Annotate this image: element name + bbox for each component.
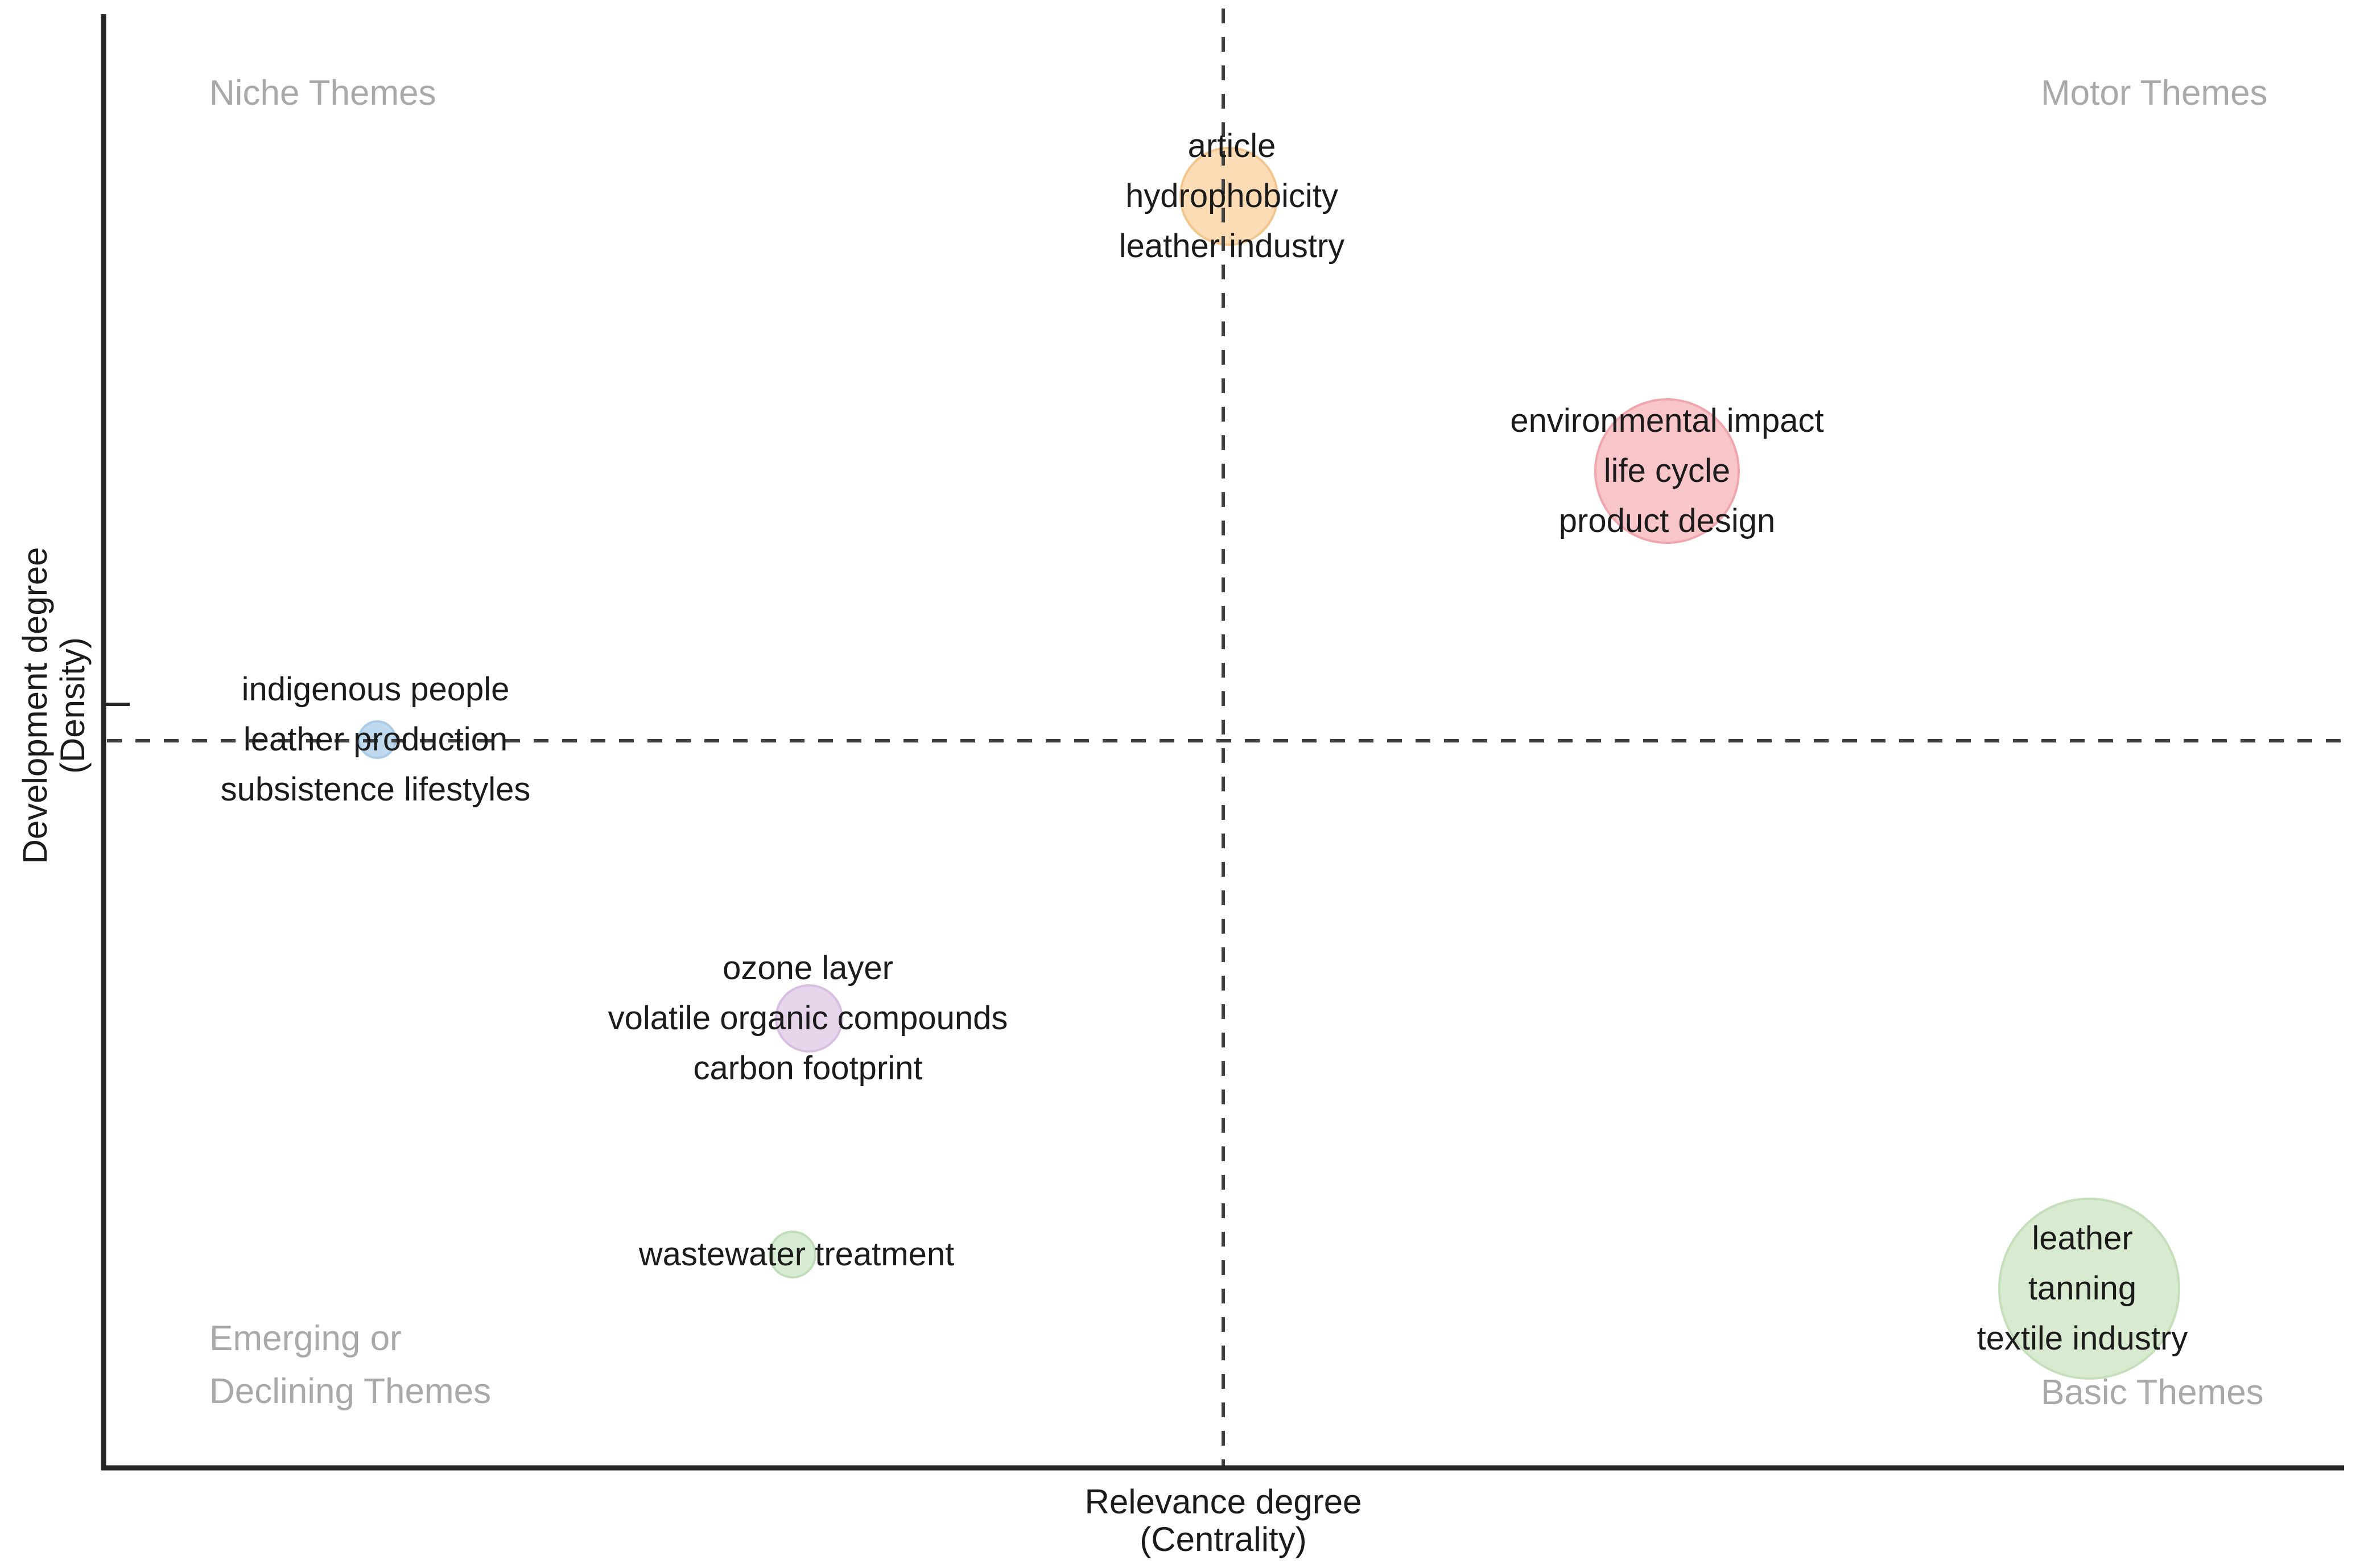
- y-axis-title-line2: (Density): [53, 637, 92, 774]
- theme-label-line: leather: [2032, 1220, 2133, 1257]
- theme-label-line: environmental impact: [1510, 402, 1824, 439]
- y-axis-title-line1: Development degree: [16, 547, 54, 864]
- theme-label-line: leather industry: [1119, 228, 1345, 265]
- theme-label-line: volatile organic compounds: [608, 1000, 1008, 1037]
- theme-label-line: textile industry: [1977, 1320, 2188, 1357]
- theme-label: leather tanning textile industry: [1977, 1214, 2188, 1364]
- theme-label-line: leather production: [243, 721, 508, 758]
- y-axis-title: Development degree (Density): [16, 547, 92, 864]
- theme-label: environmental impact life cycle product de…: [1510, 396, 1823, 546]
- quadrant-label-niche-themes: Niche Themes: [209, 73, 436, 113]
- theme-bubble: [1998, 1198, 2180, 1380]
- theme-bubble: [1594, 398, 1740, 544]
- quadrant-label-emerging-line2: Declining Themes: [209, 1372, 492, 1411]
- quadrant-label-basic-themes: Basic Themes: [2041, 1373, 2264, 1412]
- x-axis-title-line2: (Centrality): [1140, 1520, 1307, 1558]
- theme-label-line: carbon footprint: [693, 1050, 923, 1087]
- x-axis-title: Relevance degree (Centrality): [1084, 1483, 1361, 1558]
- theme-bubble: [769, 1231, 816, 1278]
- theme-label-line: wastewater treatment: [638, 1236, 955, 1273]
- theme-label-line: tanning: [2028, 1270, 2137, 1307]
- theme-label-line: hydrophobicity: [1125, 178, 1338, 214]
- theme-label-line: life cycle: [1603, 452, 1731, 489]
- theme-bubble: [775, 984, 843, 1053]
- quadrant-label-motor-themes: Motor Themes: [2041, 73, 2268, 113]
- theme-label-line: ozone layer: [723, 950, 893, 987]
- theme-label-line: article: [1187, 127, 1276, 164]
- theme-label: ozone layer volatile organic compounds car…: [608, 943, 1008, 1094]
- theme-label: article hydrophobicity leather industry: [1119, 121, 1345, 271]
- theme-bubble: [1179, 147, 1278, 246]
- quadrant-label-emerging-declining-themes: Emerging or Declining Themes: [209, 1312, 491, 1418]
- x-axis-title-line1: Relevance degree: [1084, 1483, 1362, 1521]
- quadrant-label-emerging-line1: Emerging or: [209, 1319, 402, 1358]
- theme-bubbles-layer: [358, 147, 2180, 1380]
- theme-label-line: product design: [1558, 502, 1776, 539]
- theme-label-line: indigenous people: [241, 671, 510, 708]
- theme-label-line: subsistence lifestyles: [220, 771, 531, 808]
- theme-label: wastewater treatment: [639, 1229, 954, 1280]
- theme-label: indigenous people leather production subsi…: [221, 665, 531, 815]
